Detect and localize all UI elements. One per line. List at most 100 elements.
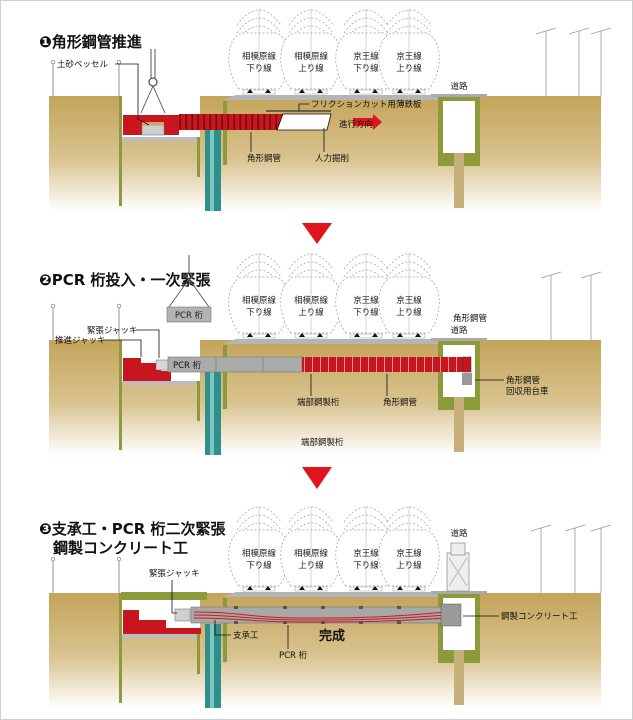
rail-icon bbox=[247, 333, 271, 337]
excavation-face bbox=[276, 113, 332, 131]
rail-sleeper bbox=[242, 89, 276, 95]
pit-wall-right bbox=[197, 381, 200, 421]
foundation-pile-highlight bbox=[210, 624, 214, 708]
rail-icon bbox=[397, 89, 421, 93]
rail-icon bbox=[354, 586, 378, 590]
train-outline-arc bbox=[236, 261, 282, 278]
train-outline-arc bbox=[386, 9, 432, 26]
road-shaft-pile bbox=[454, 650, 464, 705]
label-recovery-cart-2: 回収用台車 bbox=[506, 386, 549, 397]
train-outline-arc bbox=[288, 514, 334, 531]
train-outline-arc bbox=[343, 261, 389, 278]
pit-wall-right bbox=[197, 634, 200, 674]
train-direction-label: 下り線 bbox=[246, 63, 272, 74]
rail-sleeper bbox=[294, 333, 328, 339]
train-direction-label: 上り線 bbox=[396, 560, 422, 571]
train-outline-arc bbox=[386, 514, 432, 531]
train-direction-label: 上り線 bbox=[396, 63, 422, 74]
step-3-title: ❸支承工・PCR 桁二次緊張 bbox=[39, 520, 226, 538]
rail-sleeper bbox=[392, 333, 426, 339]
rail-sleeper bbox=[349, 333, 383, 339]
girder-stiffeners bbox=[234, 606, 401, 624]
train-outline-arc bbox=[386, 17, 432, 34]
train-line-label: 京王線 bbox=[353, 295, 379, 306]
label-friction-plate: フリクションカット用薄鉄板 bbox=[311, 99, 422, 110]
train-outline-arc bbox=[386, 253, 432, 270]
tube-recovery-cart bbox=[462, 373, 472, 385]
train-outline-arc bbox=[236, 506, 282, 523]
crane-hook-icon bbox=[168, 255, 210, 308]
rail-sleeper bbox=[242, 586, 276, 592]
train-direction-label: 下り線 bbox=[353, 63, 379, 74]
train-outline-arc bbox=[343, 17, 389, 34]
train-outline-arc bbox=[288, 506, 334, 523]
pit-floor-slab bbox=[122, 137, 200, 141]
train-direction-label: 下り線 bbox=[246, 307, 272, 318]
train-outline-arc bbox=[288, 261, 334, 278]
train-line-label: 相模原線 bbox=[294, 295, 329, 306]
rail-sleeper bbox=[392, 89, 426, 95]
step-3-subtitle: 鋼製コンクリート工 bbox=[52, 539, 188, 557]
train-outline-arc bbox=[386, 261, 432, 278]
label-road: 道路 bbox=[450, 81, 468, 92]
train-outline-arc bbox=[236, 17, 282, 34]
train-outline-arc bbox=[343, 253, 389, 270]
pit-floor-slab bbox=[122, 381, 200, 385]
label-complete: 完成 bbox=[319, 628, 345, 644]
track-deck bbox=[223, 339, 441, 344]
utility-pole-arm bbox=[590, 27, 612, 35]
embankment-wall bbox=[223, 101, 227, 165]
road-surface bbox=[431, 338, 487, 341]
label-steel-concrete: 鋼製コンクリート工 bbox=[501, 611, 578, 622]
pit-cover bbox=[121, 592, 207, 600]
rail-icon bbox=[354, 89, 378, 93]
step-arrow-down-icon bbox=[302, 467, 332, 489]
rail-icon bbox=[397, 333, 421, 337]
utility-pole-top bbox=[116, 303, 122, 309]
train-outline-arc bbox=[343, 506, 389, 523]
train-line-label: 京王線 bbox=[353, 548, 379, 559]
label-square-tube-right: 角形鋼管 bbox=[453, 313, 487, 324]
train-line-label: 相模原線 bbox=[242, 548, 277, 559]
rail-sleeper bbox=[242, 333, 276, 339]
road-shaft-pile bbox=[454, 397, 464, 452]
utility-pole-arm bbox=[540, 271, 562, 279]
utility-pole-top bbox=[116, 59, 122, 65]
train-direction-label: 下り線 bbox=[353, 560, 379, 571]
steel-concrete-work bbox=[440, 603, 462, 627]
label-direction: 進行方向 bbox=[339, 119, 373, 130]
track-deck bbox=[223, 592, 441, 597]
utility-pole-arm bbox=[580, 271, 602, 279]
train-direction-label: 下り線 bbox=[353, 307, 379, 318]
label-pcr-girder: PCR 桁 bbox=[279, 650, 308, 661]
train-line-label: 京王線 bbox=[353, 51, 379, 62]
construction-vehicle-icon bbox=[446, 542, 470, 592]
train-outline-arc bbox=[288, 253, 334, 270]
utility-pole-top bbox=[116, 556, 122, 562]
pit-wall-left bbox=[119, 96, 122, 206]
rail-sleeper bbox=[294, 89, 328, 95]
train-outline-arc bbox=[236, 9, 282, 26]
square-steel-tube bbox=[302, 357, 467, 372]
train-line-label: 相模原線 bbox=[294, 548, 329, 559]
crane-hook-icon bbox=[140, 49, 166, 114]
foundation-pile-highlight bbox=[210, 127, 214, 211]
train-outline-arc bbox=[343, 9, 389, 26]
road-shaft-interior bbox=[443, 101, 475, 153]
label-recovery-cart-1: 角形鋼管 bbox=[506, 375, 540, 386]
label-pcr-hanging: PCR 桁 bbox=[175, 310, 204, 321]
road-surface bbox=[431, 591, 487, 594]
label-soil-vessel: 土砂ベッセル bbox=[57, 59, 109, 70]
jack-machine bbox=[123, 610, 201, 634]
rail-sleeper bbox=[392, 586, 426, 592]
foundation-pile-highlight bbox=[210, 371, 214, 455]
rail-icon bbox=[247, 89, 271, 93]
rail-icon bbox=[299, 586, 323, 590]
label-road: 道路 bbox=[450, 528, 468, 539]
